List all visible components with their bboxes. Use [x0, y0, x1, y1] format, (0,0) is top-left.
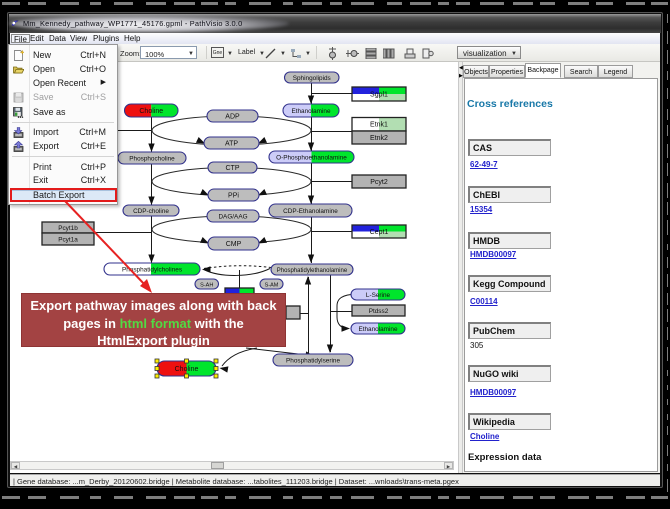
svg-text:ATP: ATP — [225, 140, 238, 147]
svg-text:Pcyt1a: Pcyt1a — [58, 236, 78, 243]
svg-text:Phosphocholine: Phosphocholine — [129, 155, 175, 162]
svg-text:L-Serine: L-Serine — [366, 292, 391, 299]
svg-text:Etnk2: Etnk2 — [370, 135, 388, 142]
svg-text:S-AH: S-AH — [200, 282, 213, 288]
svg-text:ADP: ADP — [225, 113, 240, 120]
svg-text:Ptdss2: Ptdss2 — [369, 308, 389, 315]
svg-text:Etnk1: Etnk1 — [370, 122, 388, 129]
svg-text:Pcyt1b: Pcyt1b — [58, 225, 78, 232]
svg-text:Phosphatidylserine: Phosphatidylserine — [286, 357, 340, 364]
svg-text:Phosphatidylethanolamine: Phosphatidylethanolamine — [277, 268, 348, 274]
svg-text:Choline: Choline — [175, 366, 199, 373]
svg-text:DAG/AAG: DAG/AAG — [218, 213, 247, 220]
svg-text:CTP: CTP — [226, 165, 240, 172]
svg-text:O-Phosphoethanolamine: O-Phosphoethanolamine — [276, 154, 347, 161]
svg-text:Phosphatidylcholines: Phosphatidylcholines — [122, 266, 182, 273]
svg-text:PPi: PPi — [228, 192, 239, 199]
svg-text:CDP-choline: CDP-choline — [133, 208, 169, 215]
svg-text:S-AM: S-AM — [265, 282, 279, 288]
svg-text:Pcyt2: Pcyt2 — [370, 179, 388, 186]
svg-text:CDP-Ethanolamine: CDP-Ethanolamine — [283, 208, 338, 215]
svg-text:Ethanolamine: Ethanolamine — [358, 326, 398, 333]
svg-text:Ethanolamine: Ethanolamine — [291, 108, 331, 115]
svg-text:Choline: Choline — [139, 108, 163, 115]
svg-text:Sphingolipids: Sphingolipids — [293, 75, 331, 82]
svg-text:CMP: CMP — [226, 241, 242, 248]
svg-text:Sgpl1: Sgpl1 — [370, 91, 388, 98]
svg-text:Cept1: Cept1 — [370, 229, 389, 236]
